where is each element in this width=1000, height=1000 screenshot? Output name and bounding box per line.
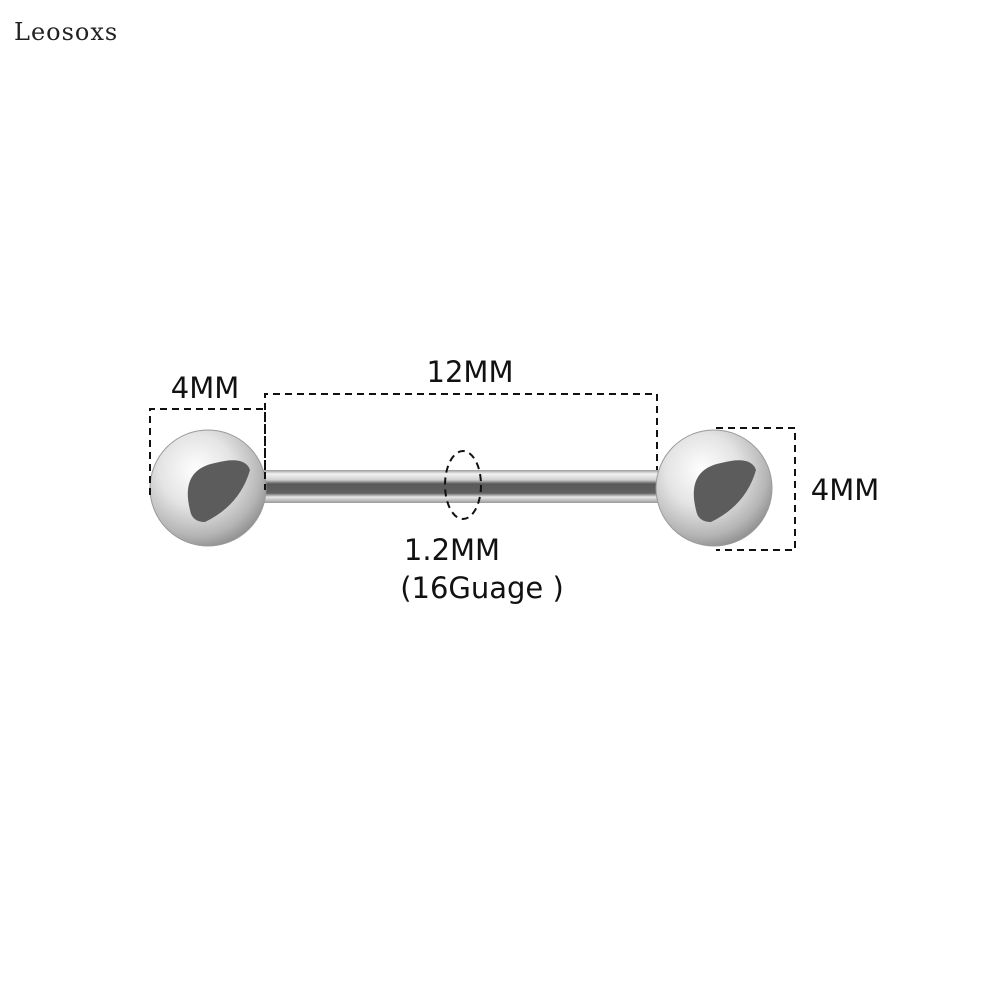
brand-watermark: Leosoxs	[14, 18, 119, 46]
length-label: 12MM	[427, 355, 514, 389]
left-ball	[149, 429, 267, 547]
thickness-label: 1.2MM	[404, 533, 500, 567]
right-ball	[655, 429, 773, 547]
gauge-label: (16Guage )	[400, 571, 564, 605]
barbell-shaft	[262, 470, 658, 503]
left-ball-dimension-box	[149, 408, 266, 495]
left-ball-size-label: 4MM	[171, 371, 240, 405]
thickness-marker	[444, 450, 482, 520]
length-dimension-line	[264, 393, 658, 470]
right-ball-dimension-box	[716, 427, 796, 551]
right-ball-size-label: 4MM	[811, 473, 880, 507]
